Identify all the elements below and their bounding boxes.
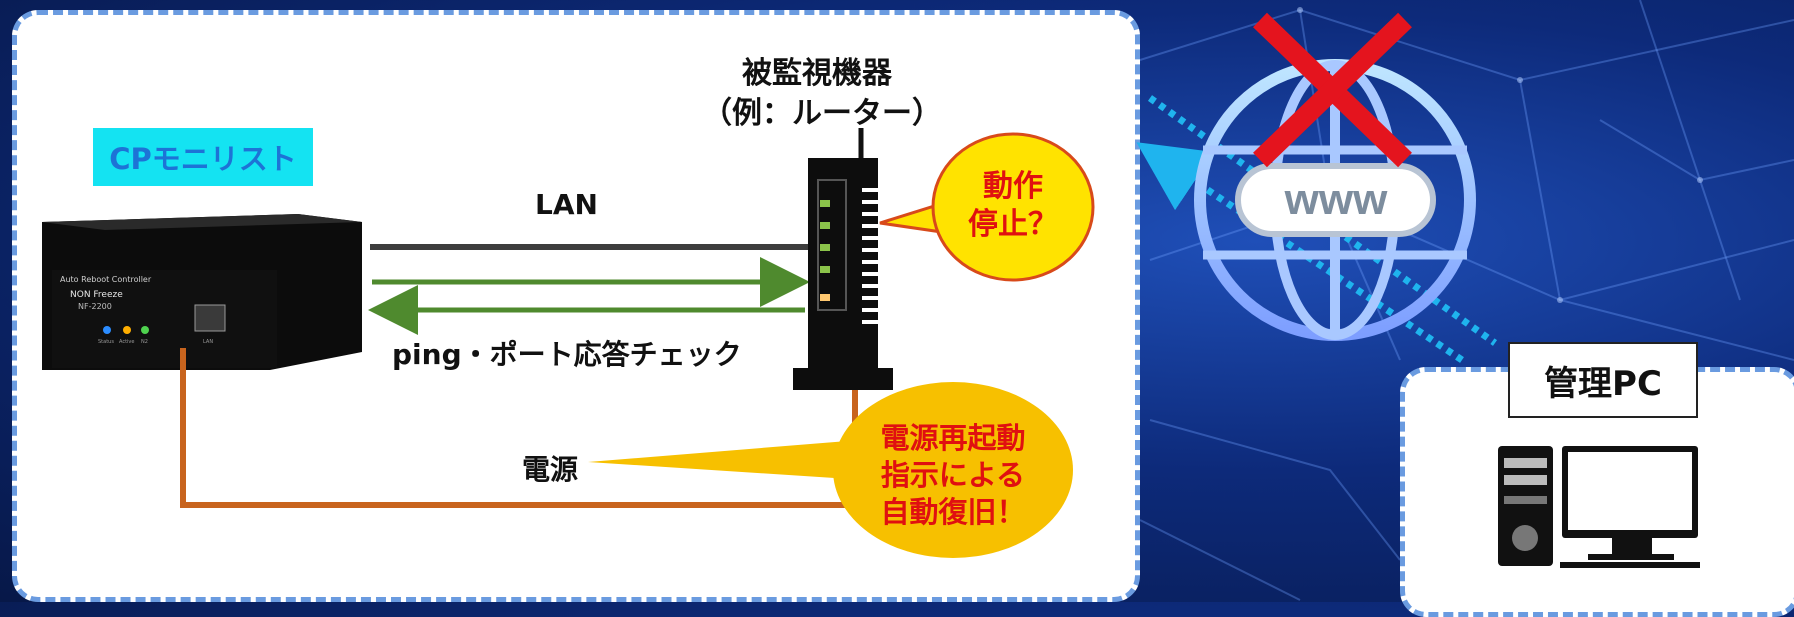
svg-text:Status: Status [98,339,114,345]
svg-text:N2: N2 [141,339,148,345]
globe-icon [1194,59,1476,341]
lan-label: LAN [535,188,598,221]
monitor-device-label: CPモニリスト [93,128,313,186]
router-device [793,128,893,390]
lan-port-icon [194,304,226,332]
stop-bubble [879,132,1095,282]
admin-pc-label: 管理PC [1508,342,1698,418]
ping-label: ping・ポート応答チェック [392,338,742,371]
www-label: www [1284,175,1388,224]
device-model-text: NON Freeze [70,290,123,300]
svg-text:Active: Active [119,339,134,345]
recovery-bubble [588,382,1073,558]
svg-text:LAN: LAN [203,339,213,345]
router-title: 被監視機器 [742,56,892,91]
cross-icon [1253,12,1412,168]
stop-bubble-text: 動作 停止？ [968,169,1058,242]
device-id-text: NF-2200 [78,302,112,311]
recovery-bubble-text: 電源再起動 指示による 自動復旧！ [880,421,1026,529]
diagram-overlay: Auto Reboot Controller NON Freeze NF-220… [42,12,1700,568]
computer-icon [1498,446,1700,568]
status-led-icon [103,326,111,334]
n2-led-icon [141,326,149,334]
router-example: （例：ルーター） [702,96,942,131]
power-label: 電源 [522,453,579,486]
internet-link-down [1147,95,1498,346]
controller-device: Auto Reboot Controller NON Freeze NF-220… [42,214,362,370]
active-led-icon [123,326,131,334]
device-brand-text: Auto Reboot Controller [60,275,152,284]
